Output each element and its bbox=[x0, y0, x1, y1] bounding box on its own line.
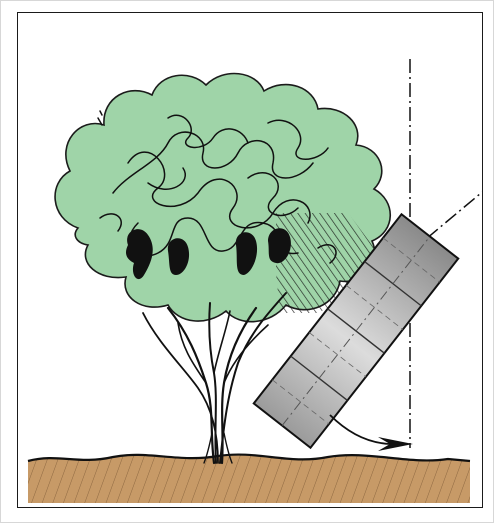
curved-arrow-icon bbox=[330, 415, 413, 451]
diagonal-axis-line bbox=[426, 183, 483, 239]
tree-and-stone-illustration bbox=[18, 13, 483, 508]
illustration-panel bbox=[17, 12, 483, 508]
ground bbox=[28, 455, 470, 503]
